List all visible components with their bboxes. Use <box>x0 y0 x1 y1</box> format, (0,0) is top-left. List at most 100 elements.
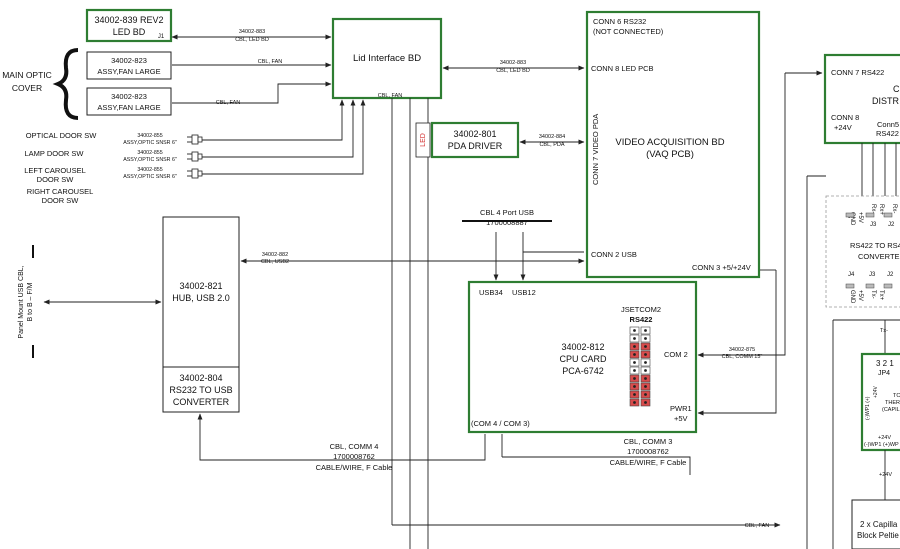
cpu-com2: COM 2 <box>664 350 688 359</box>
fan2-cable-line <box>172 81 332 104</box>
rs422-converter-block: GND +5V Rx- Rx+ Rx- J4 J3 J2 RS422 TO RS… <box>825 195 900 308</box>
cpu-pwr1: PWR1 <box>670 404 692 413</box>
conv-j3-bottom: J3 <box>869 272 876 278</box>
comm3-pn: 1700008762 <box>627 447 669 456</box>
jp4-tc: TC <box>893 393 900 399</box>
conv-txp-bottom: Tx+ <box>878 290 884 301</box>
sensor-1-pn: 34002-855 <box>137 133 162 139</box>
jp4-block: 3 2 1 JP4 TC THER (CAPIL (-)WP1 (+) +24V… <box>860 352 900 452</box>
jumper-pin <box>644 401 647 404</box>
comm4-pn: 1700008762 <box>333 452 375 461</box>
vaq-led-cable-pn: 34002-883 <box>500 60 526 66</box>
jumper-pin <box>633 385 636 388</box>
vaq-conn7: CONN 7 VIDEO PDA <box>591 114 600 185</box>
switch-right-1: RIGHT CAROUSEL <box>27 187 94 196</box>
conv-title: RS422 TO RS4 <box>850 241 900 250</box>
pda-part: 34002-801 <box>453 129 496 139</box>
jp4-24v-vert: +24V <box>873 386 879 398</box>
conv-5v-bottom: +5V <box>857 290 863 301</box>
usb2-cable-name: CBL, USB2 <box>261 259 289 265</box>
sensor-3-name: ASSY,OPTIC SNSR 6" <box>123 174 177 180</box>
usb2-cable-pn: 34002-882 <box>262 252 288 258</box>
dist-conn8: CONN 8 <box>831 113 859 122</box>
lid-cbl-fan: CBL, FAN <box>378 93 402 99</box>
bottom-fan-label: CBL, FAN <box>745 523 769 529</box>
connector-1-icon <box>187 134 203 145</box>
conv-j4-bottom: J4 <box>848 272 855 278</box>
jumper-pin <box>644 345 647 348</box>
led-bd-name: LED BD <box>113 27 146 37</box>
connector-2-icon <box>187 151 203 162</box>
lid-title: Lid Interface BD <box>353 53 421 64</box>
cpu-com4: (COM 4 / COM 3) <box>471 419 530 428</box>
conv-rxm2-top: Rx- <box>891 204 897 213</box>
vaq-title: VIDEO ACQUISITION BD <box>615 137 724 148</box>
cpu-pwr1-v: +5V <box>674 414 688 423</box>
conv-pin-4 <box>845 283 855 289</box>
dist-title-2: DISTR <box>872 96 900 106</box>
capillary-block: 2 x Capilla Block Peltie <box>851 499 900 549</box>
vaq-block: CONN 6 RS232 (NOT CONNECTED) CONN 8 LED … <box>585 10 761 279</box>
jumper-grid <box>629 326 651 407</box>
switch-wire-1 <box>202 99 345 141</box>
capillary-line2: Block Peltie <box>857 531 899 540</box>
dist-conn7: CONN 7 RS422 <box>831 68 884 77</box>
conv-pin-3 <box>883 212 893 218</box>
conv-5v-top: +5V <box>857 212 863 223</box>
usb4-name: CBL 4 Port USB <box>480 208 534 217</box>
comm3-cable-line <box>502 456 691 475</box>
jumper-pin <box>633 361 636 364</box>
conv-pin-6 <box>883 283 893 289</box>
switches: OPTICAL DOOR SW LAMP DOOR SW LEFT CAROUS… <box>24 131 203 205</box>
usb4-pn: 1700008887 <box>486 218 528 227</box>
conv-pin-1 <box>845 212 855 218</box>
switch-left-2: DOOR SW <box>37 175 75 184</box>
conv-txm-bottom: Tx- <box>870 290 876 299</box>
rs232-block: 34002-804 RS232 TO USB CONVERTER <box>162 366 240 413</box>
led-cable-pn: 34002-883 <box>239 29 265 35</box>
pda-name: PDA DRIVER <box>448 141 503 151</box>
jp4-neg: (-)WP1 (+) <box>865 396 871 420</box>
jumper-pin <box>644 353 647 356</box>
jumper-pin <box>644 337 647 340</box>
jumper-pin <box>633 337 636 340</box>
rs232-part: 34002-804 <box>179 373 222 383</box>
sensor-2-pn: 34002-855 <box>137 150 162 156</box>
led-bd-part: 34002-839 REV2 <box>94 15 163 25</box>
comm15-name: CBL, COMM 15" <box>722 354 763 360</box>
conv-gnd-bottom: GND <box>849 290 855 304</box>
conv-rxp-top: Rx+ <box>878 204 884 215</box>
jumper-pin <box>644 393 647 396</box>
vaq-conn2: CONN 2 USB <box>591 250 637 259</box>
comm3-type: CABLE/WIRE, F Cable <box>610 458 687 467</box>
conv-pin-2 <box>865 212 875 218</box>
vaq-conn6-nc: (NOT CONNECTED) <box>593 27 664 36</box>
fan-block-1: 34002-823 ASSY,FAN LARGE <box>86 51 172 80</box>
rs232-name-2: CONVERTER <box>173 397 230 407</box>
lid-interface-block: Lid Interface BD CBL, FAN <box>331 17 443 100</box>
sensor-1-name: ASSY,OPTIC SNSR 6" <box>123 140 177 146</box>
dist-conn5: Conn5 <box>877 120 899 129</box>
jumper-pin <box>644 377 647 380</box>
cpu-rs422: RS422 <box>630 315 653 324</box>
comm15-pn: 34002-875 <box>729 347 755 353</box>
jumper-pin <box>644 385 647 388</box>
main-optic-label-2: COVER <box>12 83 42 93</box>
p24-label: +24V <box>879 472 892 478</box>
jumper-pin <box>633 353 636 356</box>
pda-cable-name: CBL, PDA <box>539 142 564 148</box>
led-cable-name: CBL, LED BD <box>235 37 269 43</box>
cpu-jset: JSETCOM2 <box>621 305 661 314</box>
pda-driver-block: LED 34002-801 PDA DRIVER <box>415 121 520 159</box>
cpu-name: CPU CARD <box>559 354 607 364</box>
jp4-wp: (-)WP1 (+)WP <box>864 442 899 448</box>
jumper-pin <box>633 369 636 372</box>
vaq-conn8: CONN 8 LED PCB <box>591 64 654 73</box>
led-bd-block: 34002-839 REV2 LED BD J1 <box>85 8 173 43</box>
comm4-cable-line <box>197 413 486 461</box>
conv-j2-top: J2 <box>888 222 895 228</box>
sensor-3-pn: 34002-855 <box>137 167 162 173</box>
power-wire <box>697 270 777 416</box>
vaq-subtitle: (VAQ PCB) <box>646 149 694 160</box>
jumper-pin <box>644 361 647 364</box>
